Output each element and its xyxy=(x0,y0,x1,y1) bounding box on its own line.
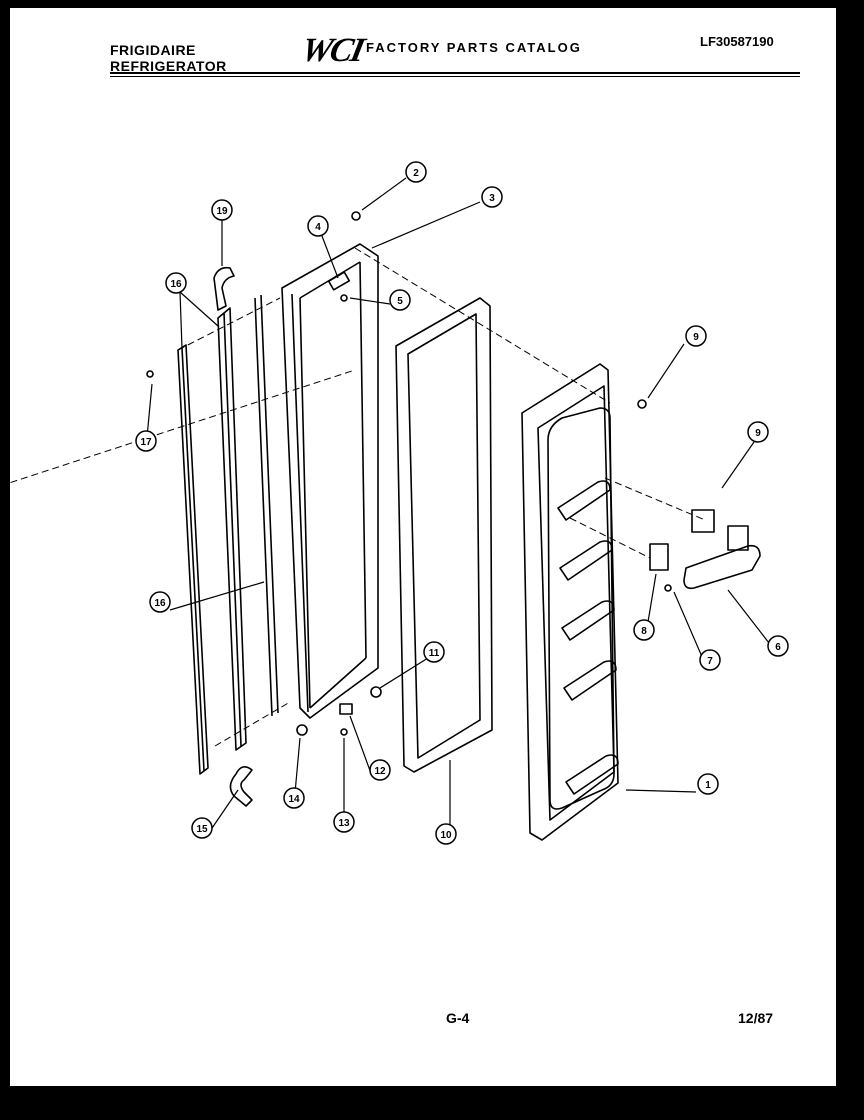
callout-9-upper: 9 xyxy=(685,325,707,347)
screw-part-5-right xyxy=(637,399,647,409)
gasket-strip xyxy=(254,294,279,717)
svg-text:11: 11 xyxy=(429,648,440,659)
handle-bracket xyxy=(691,509,715,533)
top-clip-part-19 xyxy=(213,266,235,311)
callout-17: 17 xyxy=(135,430,157,452)
svg-text:7: 7 xyxy=(707,656,713,667)
door-shelf xyxy=(557,480,611,521)
callout-bubbles: 2 3 4 5 9 9 19 16 17 16 11 12 14 13 15 1… xyxy=(135,161,789,845)
brand-line-1: FRIGIDAIRE xyxy=(110,42,196,58)
header-rule-bottom xyxy=(110,76,800,77)
screw-part-7 xyxy=(664,584,672,592)
screw-part-5 xyxy=(340,294,348,302)
svg-text:17: 17 xyxy=(140,437,152,448)
svg-text:12: 12 xyxy=(374,766,386,777)
svg-text:5: 5 xyxy=(397,296,403,307)
trim-strip-part-16 xyxy=(177,344,209,775)
callout-11: 11 xyxy=(423,641,445,663)
callout-9: 9 xyxy=(747,421,769,443)
callout-15: 15 xyxy=(191,817,213,839)
svg-text:8: 8 xyxy=(641,626,647,637)
svg-text:6: 6 xyxy=(775,642,781,653)
svg-text:15: 15 xyxy=(196,824,208,835)
hinge-part-8 xyxy=(649,543,669,571)
door-panel-part-1 xyxy=(521,363,619,841)
callout-13: 13 xyxy=(333,811,355,833)
callout-5: 5 xyxy=(389,289,411,311)
cap-part-14 xyxy=(296,724,308,736)
page-number: G-4 xyxy=(446,1010,470,1026)
parts-catalog-page: FRIGIDAIRE REFRIGERATOR WCI FACTORY PART… xyxy=(10,8,836,1086)
svg-text:9: 9 xyxy=(755,428,761,439)
model-number: LF30587190 xyxy=(700,34,774,49)
header-rule-top xyxy=(110,72,800,74)
screw-part-13 xyxy=(340,728,348,736)
callout-7: 7 xyxy=(699,649,721,671)
catalog-date: 12/87 xyxy=(738,1010,774,1026)
callout-4: 4 xyxy=(307,215,329,237)
callout-2: 2 xyxy=(405,161,427,183)
plug-part-11 xyxy=(370,686,382,698)
door-shelf xyxy=(565,754,619,795)
bracket-part-4 xyxy=(327,271,351,291)
door-gasket-part-10 xyxy=(395,297,493,773)
door-shelf xyxy=(561,600,615,641)
svg-text:2: 2 xyxy=(413,168,419,179)
breaker-strip-part-16 xyxy=(217,307,247,751)
door-shelf xyxy=(563,660,617,701)
svg-text:19: 19 xyxy=(216,206,228,217)
handle-part-6 xyxy=(683,544,761,590)
svg-text:4: 4 xyxy=(315,222,321,233)
leader-lines xyxy=(145,177,777,836)
callout-19: 19 xyxy=(211,199,233,221)
svg-text:9: 9 xyxy=(693,332,699,343)
svg-text:16: 16 xyxy=(154,598,166,609)
hinge-block-part-12 xyxy=(339,703,353,715)
callout-10: 10 xyxy=(435,823,457,845)
callout-6: 6 xyxy=(767,635,789,657)
handle-assembly-part-9 xyxy=(683,509,761,590)
door-liner-frame xyxy=(281,243,379,719)
callout-16-upper: 16 xyxy=(165,272,187,294)
callout-8: 8 xyxy=(633,619,655,641)
bottom-clip-part-15 xyxy=(229,766,253,807)
callout-3: 3 xyxy=(481,186,503,208)
screw-part-17 xyxy=(146,370,154,378)
svg-text:13: 13 xyxy=(338,818,350,829)
catalog-title: FACTORY PARTS CATALOG xyxy=(366,40,582,55)
svg-text:3: 3 xyxy=(489,193,495,204)
brand-line-2: REFRIGERATOR xyxy=(110,58,227,74)
svg-text:10: 10 xyxy=(440,830,452,841)
svg-text:16: 16 xyxy=(170,279,182,290)
exploded-parts-diagram: 2 3 4 5 9 9 19 16 17 16 11 12 14 13 15 1… xyxy=(10,161,789,845)
callout-16-lower: 16 xyxy=(149,591,171,613)
callout-12: 12 xyxy=(369,759,391,781)
callout-14: 14 xyxy=(283,787,305,809)
svg-text:1: 1 xyxy=(705,780,711,791)
screw-part-2 xyxy=(351,211,361,221)
callout-1: 1 xyxy=(697,773,719,795)
svg-text:14: 14 xyxy=(288,794,300,805)
door-shelf xyxy=(559,540,613,581)
